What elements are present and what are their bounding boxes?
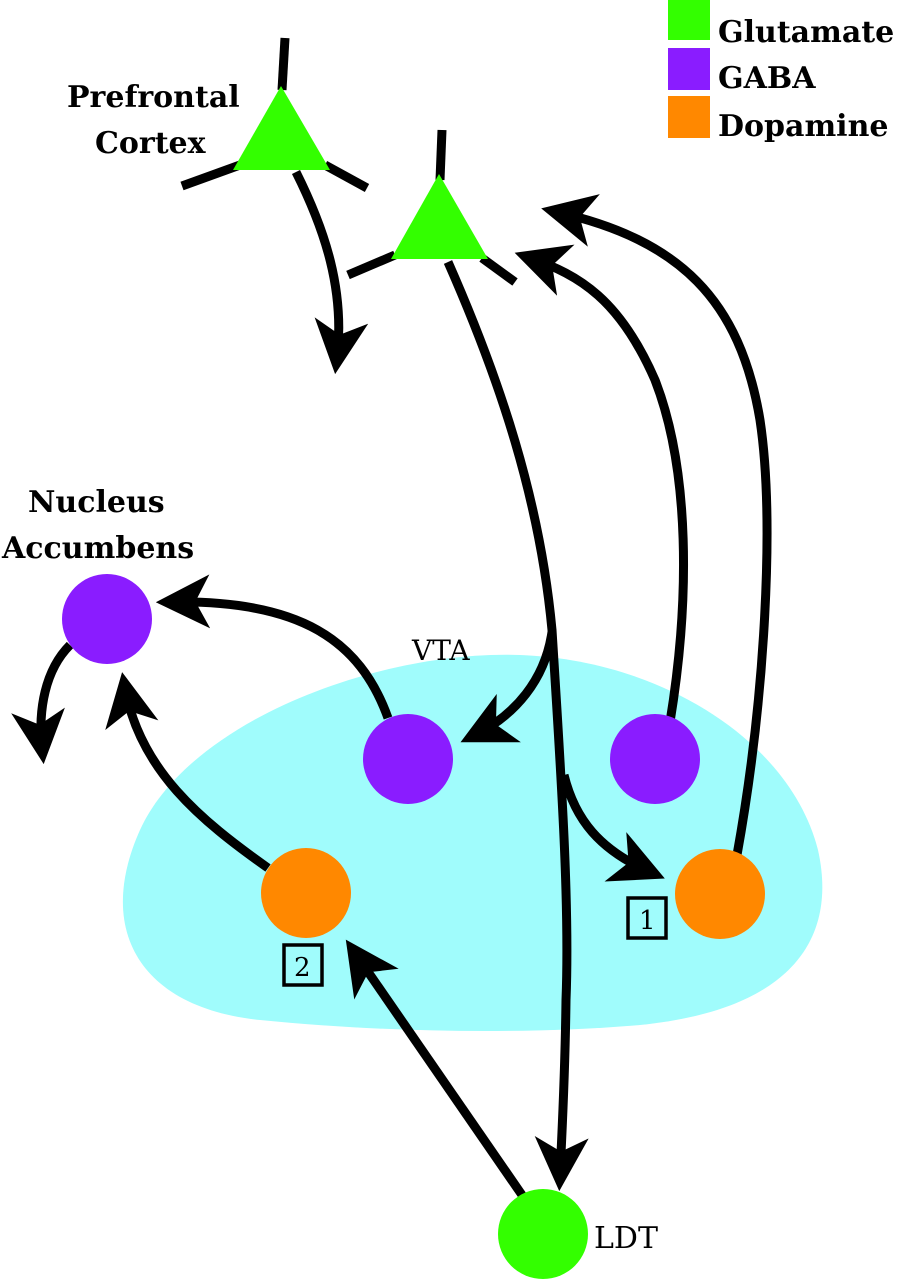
basal-dendrite-right: [479, 254, 518, 286]
vta-dopamine-neuron-left: [261, 848, 351, 938]
marker-1: 1: [626, 896, 668, 940]
vta-dopamine-to-pfc-arrow: [541, 194, 772, 856]
vta-dopamine-to-nac-arrow: [105, 672, 271, 872]
nac-output-arrow: [11, 641, 74, 765]
pfc-pyramidal-neuron-2: [346, 129, 518, 286]
apical-dendrite: [277, 37, 290, 91]
vta-label: VTA: [411, 634, 470, 667]
nucleus-accumbens-label-line2: Accumbens: [1, 531, 194, 566]
basal-dendrite-right: [322, 161, 370, 192]
basal-dendrite-left: [346, 250, 397, 280]
pfc2-to-ldt-arrow: [443, 260, 589, 1192]
ldt-glutamate-neuron: [498, 1189, 588, 1279]
legend-label-gaba: GABA: [718, 61, 816, 96]
marker-1-label: 1: [639, 906, 656, 936]
ldt-label: LDT: [594, 1221, 658, 1256]
marker-2-label: 2: [294, 953, 311, 983]
apical-dendrite: [435, 129, 447, 181]
vta-dopamine-neuron-right: [675, 849, 765, 939]
ldt-to-vta-dopamine-2-arrow: [345, 939, 526, 1198]
vta-gaba-to-nac-arrow: [155, 574, 393, 720]
nac-gaba-neuron: [62, 574, 152, 664]
prefrontal-cortex-label-line2: Cortex: [95, 126, 207, 161]
pfc-pyramidal-neuron-1: [180, 37, 370, 192]
pfc2-to-vta-gaba-arrow: [460, 631, 557, 743]
legend-swatch-glutamate: [668, 0, 710, 40]
nucleus-accumbens-label-line1: Nucleus: [28, 485, 165, 520]
legend-label-glutamate: Glutamate: [718, 15, 894, 50]
legend-label-dopamine: Dopamine: [718, 109, 888, 144]
pyramidal-soma-2: [391, 174, 488, 259]
basal-dendrite-left: [180, 160, 242, 191]
vta-gaba-neuron-right: [610, 714, 700, 804]
legend: Glutamate GABA Dopamine: [668, 0, 894, 144]
vta-gaba-to-pfc-arrow: [514, 244, 689, 723]
pfc1-axon-arrow: [291, 169, 369, 375]
legend-swatch-dopamine: [668, 96, 710, 138]
pfc2-to-vta-dopamine-1-arrow: [559, 773, 665, 882]
pyramidal-soma-1: [233, 86, 330, 170]
vta-gaba-neuron-left: [363, 714, 453, 804]
marker-2: 2: [282, 943, 324, 987]
prefrontal-cortex-label-line1: Prefrontal: [67, 80, 240, 115]
legend-swatch-gaba: [668, 48, 710, 90]
